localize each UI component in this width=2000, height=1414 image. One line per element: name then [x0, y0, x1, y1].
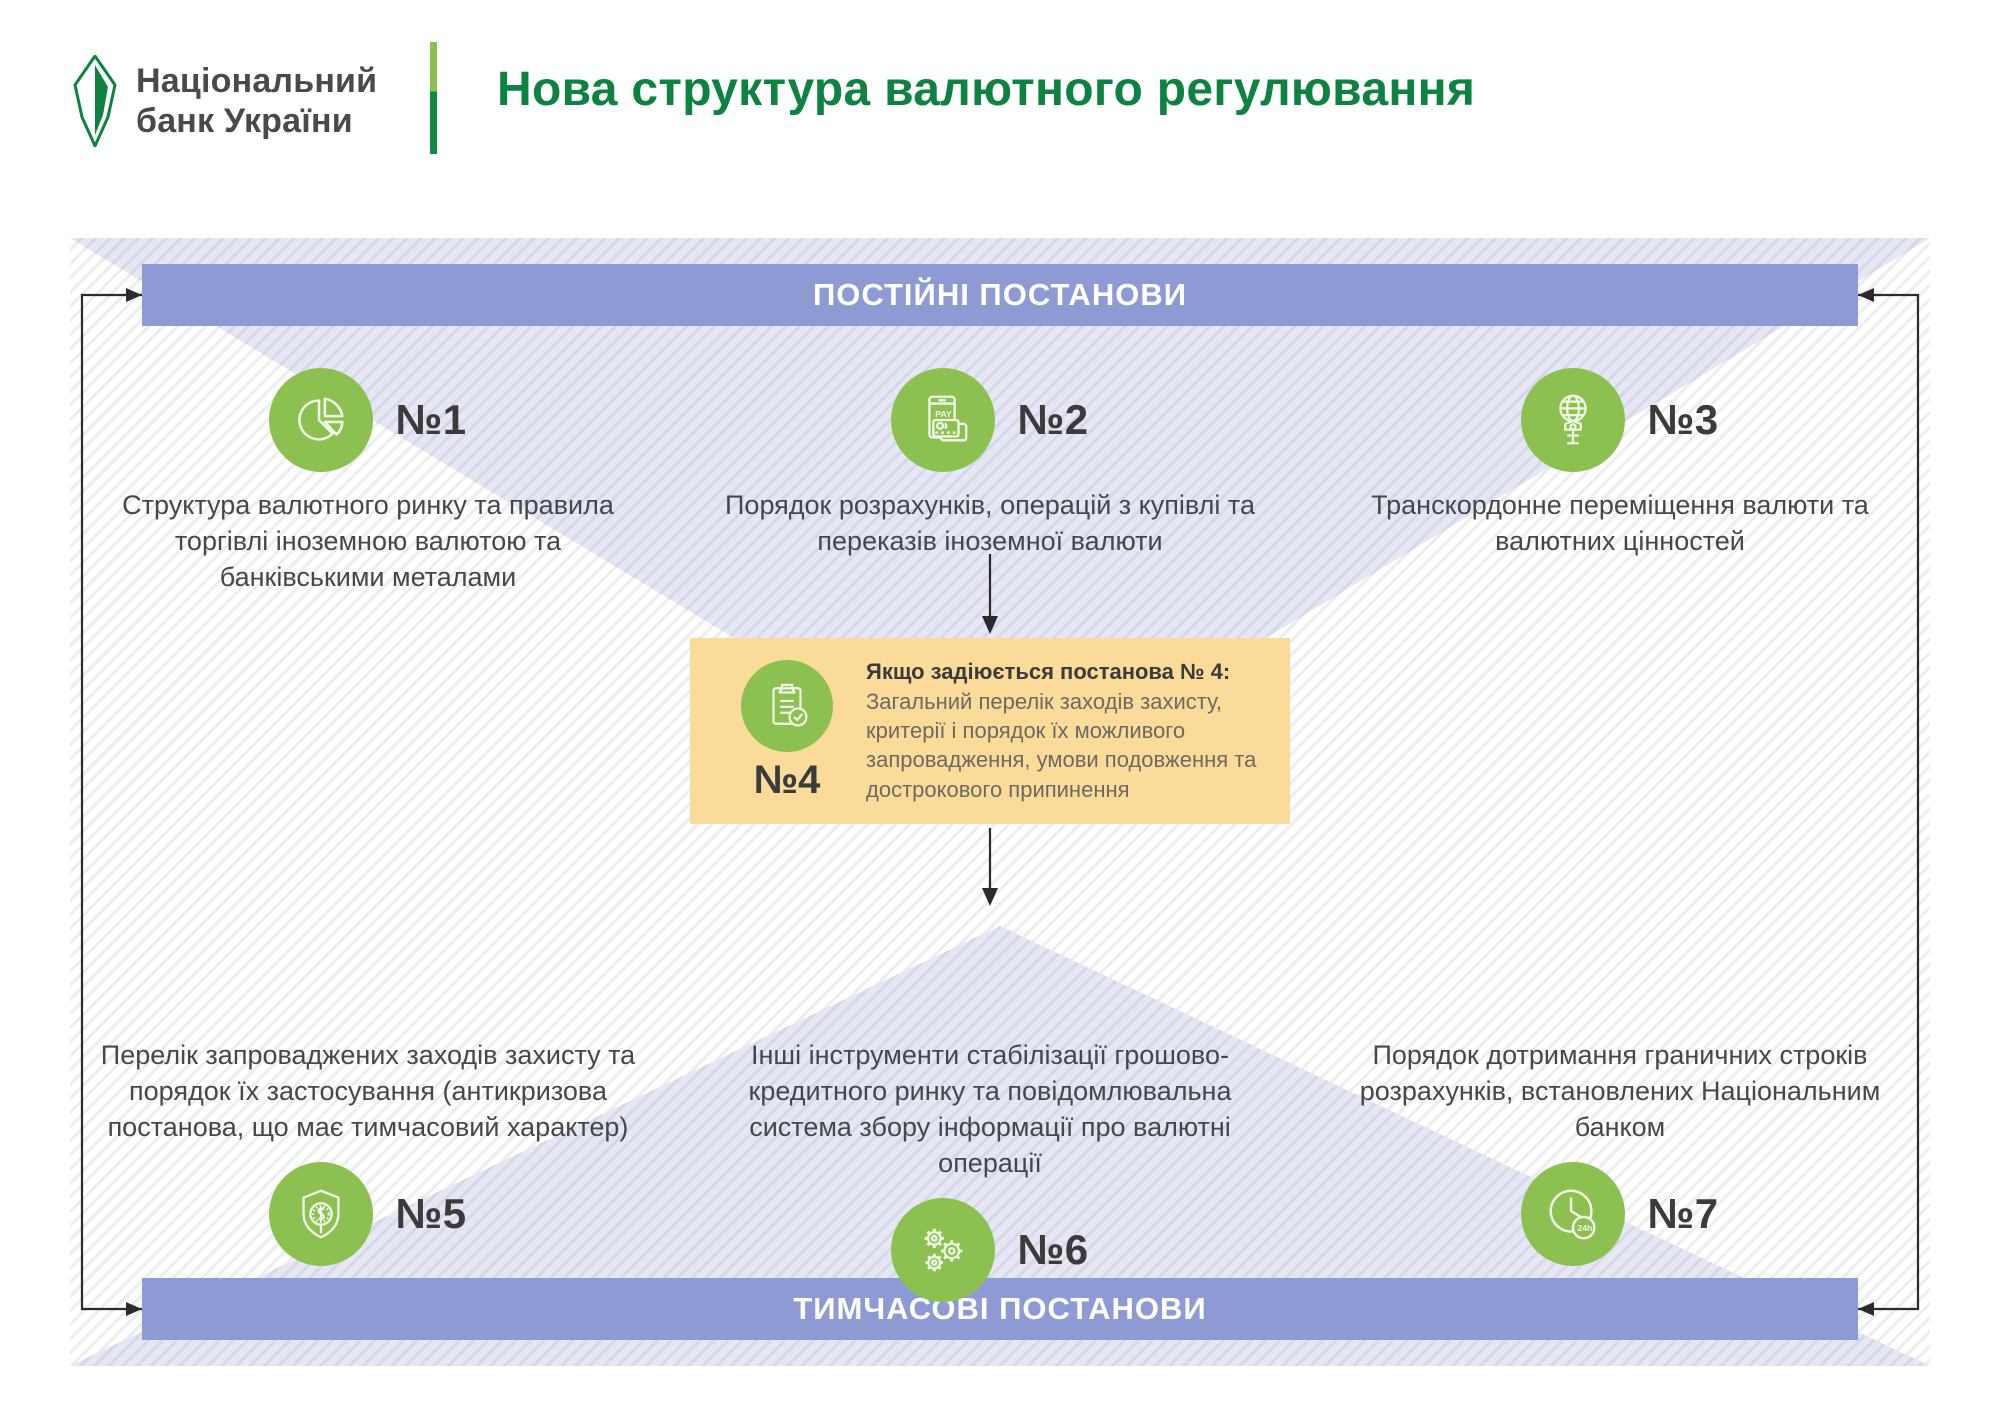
item-7-number: №7: [1647, 1189, 1719, 1237]
item-1-text: Структура валютного ринку та правила тор…: [122, 490, 614, 592]
item-6: Інші інструменти стабілізації грошово-кр…: [720, 1038, 1260, 1302]
logo-line-1: Національний: [136, 61, 378, 100]
mobile-pay-cards-icon: PAY: [891, 368, 996, 472]
item-6-badge: №6: [720, 1197, 1260, 1302]
item-2-number: №2: [1017, 396, 1089, 443]
item-3: №3 Транскордонне переміщення валюти та в…: [1350, 368, 1890, 560]
item-1-number: №1: [395, 396, 467, 443]
item-6-text: Інші інструменти стабілізації грошово-кр…: [748, 1040, 1232, 1178]
page-title: Нова структура валютного регулювання: [497, 63, 1476, 116]
item-5-badge: №5: [98, 1161, 638, 1266]
item-2-badge: PAY №2: [720, 368, 1260, 472]
clipboard-check-icon: [741, 659, 833, 752]
svg-text:24h: 24h: [1578, 1223, 1593, 1233]
diagram-board: ПОСТІЙНІ ПОСТАНОВИ ТИМЧАСОВІ ПОСТАНОВИ №…: [70, 238, 1930, 1366]
item-5: Перелік запроваджених заходів захисту та…: [98, 1038, 638, 1266]
item-7-text: Порядок дотримання граничних строків роз…: [1359, 1040, 1881, 1142]
item-7-badge: 24h №7: [1350, 1161, 1890, 1266]
resolution-4-number: №4: [753, 757, 821, 802]
resolution-4-callout: №4 Якщо задіюється постанова № 4: Загаль…: [690, 638, 1290, 824]
item-2: PAY №2 Порядок розрахунків, операцій з к…: [720, 368, 1260, 560]
globe-transfer-icon: [1521, 368, 1626, 472]
shield-dollar-icon: [269, 1161, 374, 1266]
item-3-badge: №3: [1350, 368, 1890, 472]
pie-chart-icon: [269, 368, 374, 472]
banner-permanent-resolutions: ПОСТІЙНІ ПОСТАНОВИ: [142, 264, 1858, 326]
logo-line-2: банк України: [136, 102, 353, 140]
svg-text:PAY: PAY: [936, 409, 953, 419]
clock-24h-icon: 24h: [1521, 1161, 1626, 1266]
item-2-text: Порядок розрахунків, операцій з купівлі …: [725, 490, 1255, 556]
item-5-number: №5: [395, 1189, 467, 1237]
item-6-number: №6: [1017, 1225, 1089, 1273]
resolution-4-title: Якщо задіюється постанова № 4:: [866, 659, 1231, 685]
item-1-badge: №1: [98, 368, 638, 472]
resolution-4-body: Загальний перелік заходів захисту, крите…: [866, 688, 1257, 802]
item-1: №1 Структура валютного ринку та правила …: [98, 368, 638, 596]
nbu-logo-mark: [73, 55, 117, 147]
resolution-4-badge: №4: [712, 659, 862, 803]
item-7: Порядок дотримання граничних строків роз…: [1350, 1038, 1890, 1266]
banner-temporary-resolutions: ТИМЧАСОВІ ПОСТАНОВИ: [142, 1278, 1858, 1340]
item-5-text: Перелік запроваджених заходів захисту та…: [100, 1040, 636, 1142]
item-3-number: №3: [1647, 396, 1719, 443]
gears-icon: [891, 1197, 996, 1302]
header-divider: [430, 42, 437, 154]
item-3-text: Транскордонне переміщення валюти та валю…: [1371, 490, 1869, 556]
resolution-4-content: Якщо задіюється постанова № 4: Загальний…: [866, 658, 1272, 804]
